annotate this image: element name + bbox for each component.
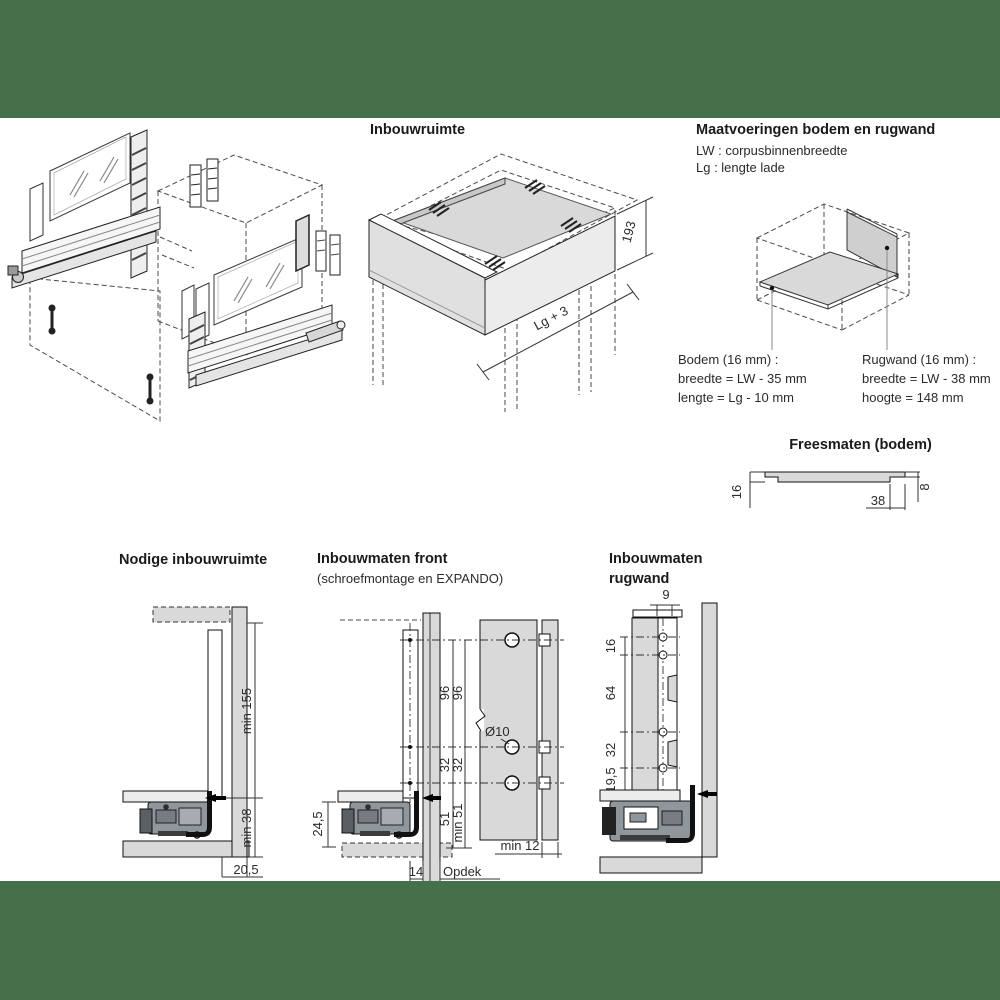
floor-panel bbox=[599, 856, 703, 874]
dashed-front-panel bbox=[29, 277, 161, 422]
dim-label: min 51 bbox=[450, 803, 465, 842]
bodem-spec: Bodem (16 mm) : breedte = LW - 35 mm len… bbox=[678, 350, 807, 407]
drawer-back-profile bbox=[207, 629, 223, 799]
mounting-plates bbox=[189, 158, 219, 208]
front-panel-strip bbox=[422, 612, 441, 886]
dim-label: 51 bbox=[437, 812, 452, 826]
dim-label: 19,5 bbox=[603, 767, 618, 792]
rugwand-hoogte: hoogte = 148 mm bbox=[862, 390, 964, 405]
front-panel-rear-view bbox=[479, 619, 538, 841]
drawer-side-assembly-right bbox=[187, 213, 346, 389]
top-green-band bbox=[0, 0, 1000, 118]
bodem-breedte: breedte = LW - 35 mm bbox=[678, 371, 807, 386]
dim-label: 16 bbox=[729, 485, 744, 499]
dim-label: 20,5 bbox=[233, 862, 258, 877]
dim-label: 96 bbox=[450, 686, 465, 700]
dim-depth: 20,5 bbox=[221, 857, 263, 878]
bottom-green-band bbox=[0, 881, 1000, 1000]
rugwand-heading: Rugwand (16 mm) : bbox=[862, 352, 977, 367]
dim-column: 16 64 32 19,5 bbox=[603, 637, 632, 793]
dim-label: 193 bbox=[619, 219, 639, 244]
drawer-box bbox=[367, 177, 616, 336]
nodige-title: Nodige inbouwruimte bbox=[119, 552, 268, 568]
mounting-arrow-icon bbox=[422, 794, 441, 802]
freesmaten-title: Freesmaten (bodem) bbox=[789, 437, 932, 453]
hole-centerlines bbox=[400, 623, 564, 803]
top-panel-dashed bbox=[152, 606, 231, 623]
hole-centerlines bbox=[620, 636, 680, 769]
dim-label: 8 bbox=[917, 483, 932, 490]
inbouwruimte-title: Inbouwruimte bbox=[370, 122, 466, 138]
maatvoeringen-title: Maatvoeringen bodem en rugwand bbox=[696, 122, 936, 138]
dim-column: min 155 min 38 bbox=[226, 622, 263, 858]
dim-193: 193 bbox=[616, 196, 654, 271]
dim-label: 64 bbox=[603, 686, 618, 700]
bodem-profile bbox=[764, 471, 906, 483]
drawer-bottom-panel bbox=[122, 790, 209, 803]
dim-label: 38 bbox=[871, 493, 885, 508]
drawer-slide-rear-section bbox=[602, 785, 695, 843]
dim-min12: min 12 bbox=[495, 838, 562, 858]
bodem-panel bbox=[758, 251, 900, 310]
dim-label: min 155 bbox=[239, 688, 254, 734]
freesmaten-diagram: 16 8 38 bbox=[729, 471, 932, 510]
front-title: Inbouwmaten front bbox=[317, 551, 448, 567]
drawer-front-profile bbox=[402, 629, 419, 799]
drawer-side-assembly-left bbox=[7, 129, 161, 289]
front-diagram: Ø10 96 96 32 32 51 min 51 24,5 min 12 bbox=[310, 612, 564, 886]
rugwand-title-line1: Inbouwmaten bbox=[609, 551, 703, 567]
dim-16: 16 bbox=[729, 471, 765, 508]
dim-245: 24,5 bbox=[310, 801, 336, 848]
svg-text:Ø10: Ø10 bbox=[485, 724, 510, 739]
bodem-lengte: lengte = Lg - 10 mm bbox=[678, 390, 794, 405]
drawer-handle bbox=[48, 304, 154, 405]
dim-label: 24,5 bbox=[310, 811, 325, 836]
rugwand-breedte: breedte = LW - 38 mm bbox=[862, 371, 991, 386]
rugwand-title-line2: rugwand bbox=[609, 571, 670, 587]
dim-9: 9 bbox=[650, 587, 680, 616]
rugwand-spec: Rugwand (16 mm) : breedte = LW - 38 mm h… bbox=[862, 350, 991, 407]
mounting-arrow-icon bbox=[697, 790, 717, 798]
mounting-arrow-icon bbox=[205, 794, 226, 802]
drawer-bottom-panel bbox=[599, 789, 681, 802]
edge-strip bbox=[541, 619, 559, 841]
drawer-slide-section bbox=[341, 791, 419, 839]
dim-columns: 96 96 32 32 51 min 51 bbox=[437, 640, 472, 849]
dim-label: 9 bbox=[662, 587, 669, 602]
front-subtitle: (schroefmontage en EXPANDO) bbox=[317, 571, 504, 586]
bracket-holes bbox=[658, 632, 668, 773]
legend-lg: Lg : lengte lade bbox=[696, 160, 785, 175]
dim-hole-label: Ø10 bbox=[485, 724, 510, 745]
dim-label: Opdek bbox=[443, 864, 482, 879]
dim-label: 96 bbox=[437, 686, 452, 700]
dim-38: 38 bbox=[866, 484, 906, 510]
inbouwruimte-diagram: 193 Lg + 3 bbox=[367, 153, 654, 412]
rugwand-diagram: 9 16 64 32 19,5 bbox=[599, 587, 718, 874]
dim-label: 16 bbox=[603, 639, 618, 653]
dim-label: min 12 bbox=[500, 838, 539, 853]
cabinet-side-wall bbox=[231, 606, 248, 858]
legend-lw: LW : corpusbinnenbreedte bbox=[696, 143, 848, 158]
dim-label: 14 bbox=[409, 864, 423, 879]
floor-panel bbox=[122, 840, 250, 858]
maatvoeringen-diagram bbox=[755, 203, 911, 350]
cabinet-side-wall bbox=[701, 602, 718, 858]
dim-opdek: 14 Opdek bbox=[409, 861, 500, 883]
drawer-bottom-panel bbox=[337, 790, 404, 803]
dim-label: 32 bbox=[450, 758, 465, 772]
dim-8: 8 bbox=[905, 471, 932, 502]
rugwand-panel bbox=[846, 208, 898, 278]
dim-label: 32 bbox=[437, 758, 452, 772]
bodem-heading: Bodem (16 mm) : bbox=[678, 352, 779, 367]
exploded-view-diagram bbox=[7, 129, 346, 422]
dim-label: min 38 bbox=[239, 808, 254, 847]
drawer-slide-section bbox=[139, 791, 212, 839]
nodige-diagram: min 155 min 38 20,5 bbox=[122, 606, 263, 878]
dim-label: 32 bbox=[603, 743, 618, 757]
